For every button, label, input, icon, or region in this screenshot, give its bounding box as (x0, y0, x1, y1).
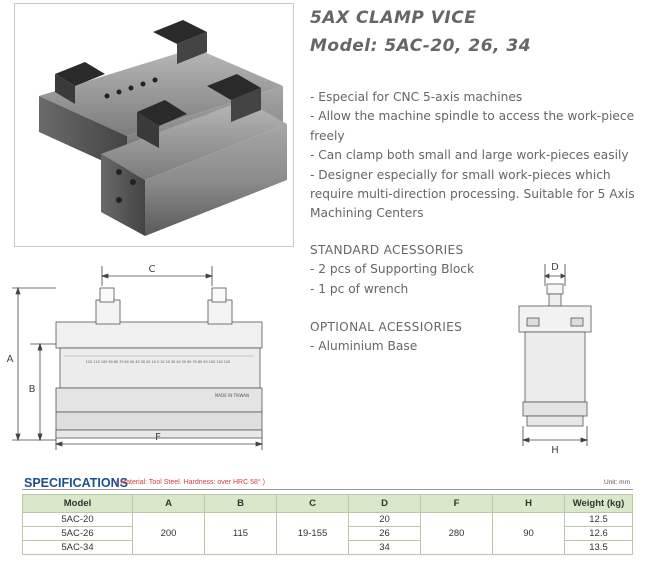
feature-item: freely (310, 128, 345, 143)
feature-item: - Especial for CNC 5-axis machines (310, 90, 523, 104)
scale-markings: 120 110 100 90 80 70 60 50 40 30 20 10 0… (86, 360, 231, 364)
product-title: 5AX CLAMP VICE (310, 8, 477, 28)
weight-cell: 12.6 (564, 526, 633, 541)
front-vice (101, 74, 287, 236)
material-note: ( Material: Tool Steel. Hardness: over H… (116, 479, 265, 486)
col-header: H (492, 494, 565, 513)
col-header: F (420, 494, 493, 513)
h-cell: 90 (492, 512, 565, 555)
table-row: 5AC-34 34 13.5 (22, 540, 633, 555)
specifications-table: Model A B C D F H Weight (kg) 5AC-20 200… (22, 494, 633, 555)
standard-accessories: STANDARD ACESSORIES - 2 pcs of Supportin… (310, 241, 474, 299)
feature-item: - Can clamp both small and large work-pi… (310, 148, 629, 163)
feature-item: require multi-direction processing. Suit… (310, 187, 635, 202)
weight-cell: 13.5 (564, 540, 633, 555)
feature-item: - Designer especially for small work-pie… (310, 167, 611, 182)
d-cell: 34 (348, 540, 421, 555)
standard-heading: STANDARD ACESSORIES (310, 243, 464, 257)
front-view-drawing: 120 110 100 90 80 70 60 50 40 30 20 10 0… (7, 264, 264, 450)
c-cell: 19-155 (276, 512, 349, 555)
col-header: A (132, 494, 205, 513)
feature-list: - Especial for CNC 5-axis machines - All… (310, 88, 640, 224)
feature-item: Machining Centers (310, 206, 424, 221)
col-header: Weight (kg) (564, 494, 633, 513)
d-cell: 26 (348, 526, 421, 541)
model-line: Model: 5AC-20, 26, 34 (310, 36, 532, 56)
f-cell: 280 (420, 512, 493, 555)
dim-label-c: C (149, 264, 156, 275)
table-row: 5AC-26 26 12.6 (22, 526, 633, 541)
unit-label: Unit: mm (604, 479, 630, 486)
table-row: 5AC-20 200 115 19-155 20 280 90 12.5 (22, 512, 633, 555)
a-cell: 200 (132, 512, 205, 555)
dim-label-d: D (551, 262, 559, 273)
dim-label-a: A (7, 354, 14, 365)
model-cell: 5AC-26 (22, 526, 133, 541)
b-cell: 115 (204, 512, 277, 555)
col-header: D (348, 494, 421, 513)
feature-item: - Allow the machine spindle to access th… (310, 109, 635, 124)
table-header-row: Model A B C D F H Weight (kg) (22, 494, 633, 513)
accessory-item: - 1 pc of wrench (310, 281, 409, 296)
made-in-label: MADE IN TAIWAN (215, 393, 249, 398)
spec-divider (22, 489, 633, 490)
col-header: C (276, 494, 349, 513)
optional-heading: OPTIONAL ACESSIORIES (310, 320, 463, 334)
dim-label-f: F (155, 432, 161, 443)
accessory-item: - 2 pcs of Supporting Block (310, 262, 475, 277)
dim-label-b: B (29, 384, 36, 395)
col-header: B (204, 494, 277, 513)
accessory-item: - Aluminium Base (310, 339, 418, 354)
col-header: Model (22, 494, 133, 513)
d-cell: 20 (348, 512, 421, 527)
product-photo (14, 3, 294, 247)
side-view-drawing: D H (518, 262, 592, 456)
weight-cell: 12.5 (564, 512, 633, 527)
dim-label-h: H (551, 445, 559, 456)
model-cell: 5AC-20 (22, 512, 133, 527)
specifications-title: SPECIFICATIONS (24, 476, 128, 490)
model-cell: 5AC-34 (22, 540, 133, 555)
optional-accessories: OPTIONAL ACESSIORIES - Aluminium Base (310, 318, 462, 357)
